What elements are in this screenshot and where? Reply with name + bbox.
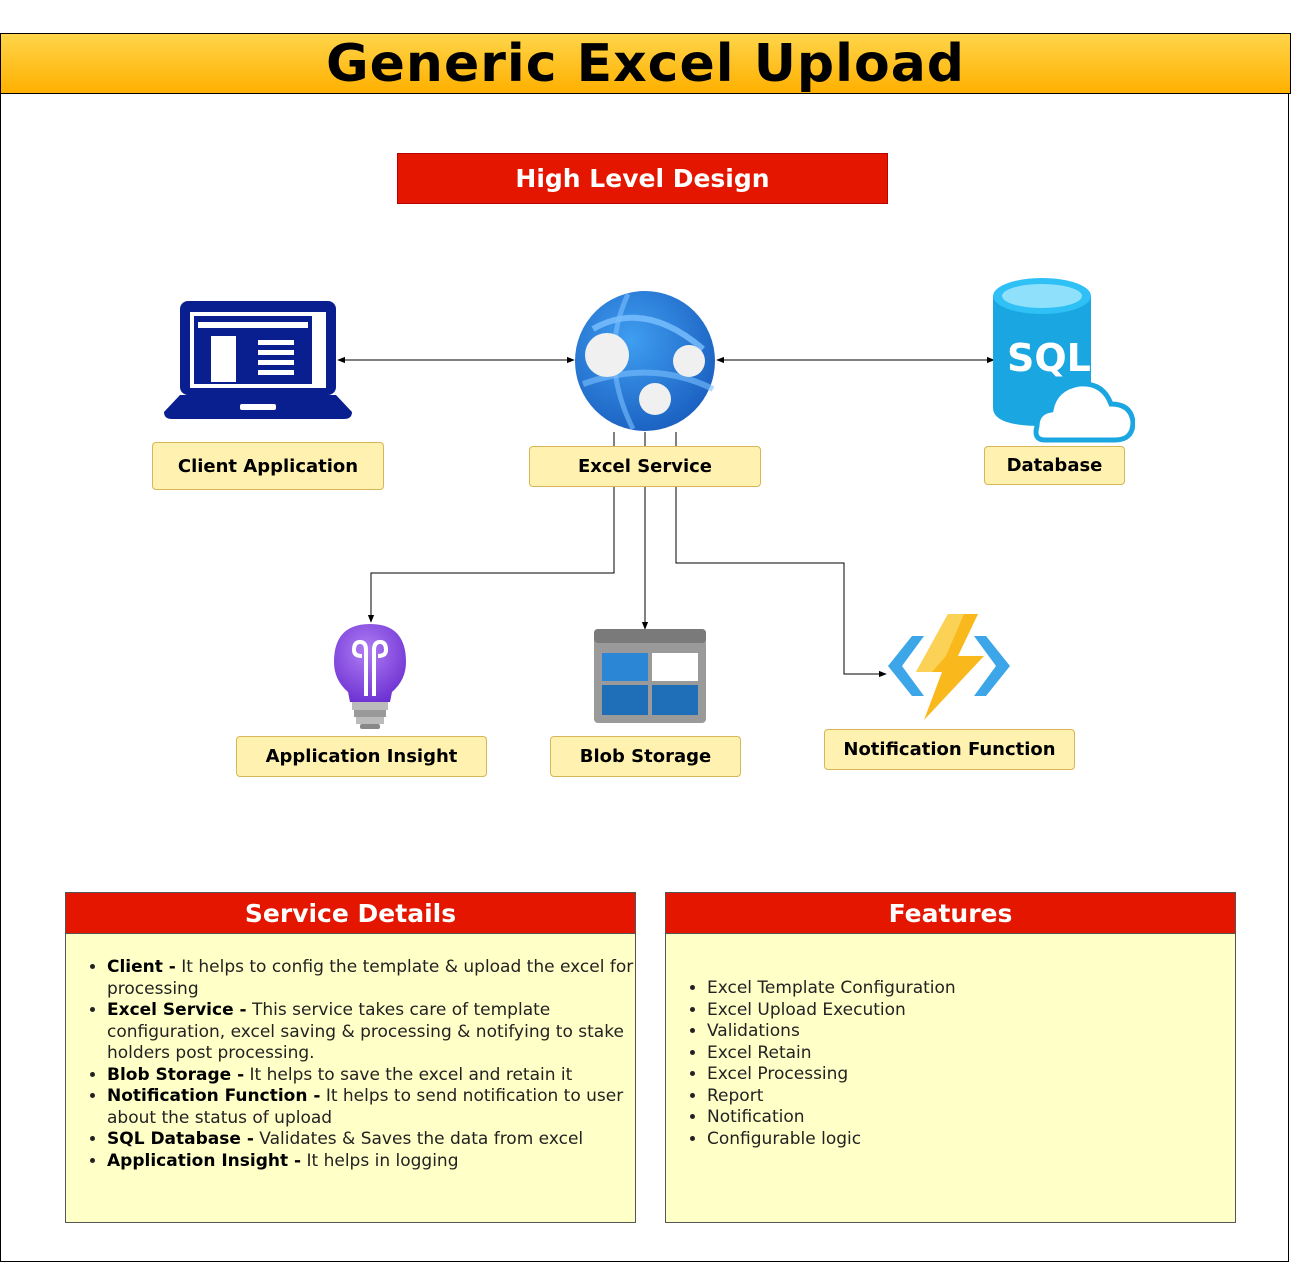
laptop-icon: [164, 301, 352, 419]
list-item: Validations: [707, 1021, 1235, 1043]
list-item: SQL Database - Validates & Saves the dat…: [107, 1129, 635, 1151]
node-blob-storage: Blob Storage: [550, 736, 741, 777]
item-term: Notification Function -: [107, 1086, 321, 1106]
node-database: Database: [984, 446, 1125, 485]
web-app-globe-icon: [575, 291, 715, 431]
list-item: Excel Processing: [707, 1064, 1235, 1086]
item-term: Application Insight -: [107, 1150, 302, 1171]
node-client-application: Client Application: [152, 442, 384, 490]
list-item: Notification: [707, 1107, 1235, 1129]
node-application-insight: Application Insight: [236, 736, 487, 777]
sql-database-icon: SQL: [993, 278, 1135, 443]
item-term: SQL Database -: [107, 1129, 254, 1149]
list-item: Excel Upload Execution: [707, 1000, 1235, 1022]
node-excel-service: Excel Service: [529, 446, 761, 487]
blob-storage-icon: [594, 629, 706, 723]
item-term: Client -: [107, 957, 176, 977]
list-item: Excel Retain: [707, 1043, 1235, 1065]
section-heading-high-level-design: High Level Design: [397, 153, 888, 204]
sql-label: SQL: [1007, 336, 1091, 380]
azure-function-lightning-icon: [888, 614, 1010, 720]
item-desc: Validates & Saves the data from excel: [253, 1129, 584, 1149]
item-desc: It helps in logging: [301, 1150, 459, 1171]
item-term: Excel Service -: [107, 1000, 247, 1020]
edge-excel-insight: [367, 487, 615, 623]
item-desc: It helps to send notification to user ab…: [107, 1086, 624, 1128]
item-desc: It helps to config the template & upload…: [107, 957, 634, 999]
features-list: Excel Template Configuration Excel Uploa…: [666, 978, 1235, 1150]
page-title: Generic Excel Upload: [325, 33, 966, 94]
service-details-heading: Service Details: [66, 893, 635, 934]
list-item: Notification Function - It helps to send…: [107, 1086, 635, 1129]
title-bar: Generic Excel Upload: [0, 33, 1291, 94]
item-desc: It helps to save the excel and retain it: [244, 1064, 573, 1085]
list-item: Excel Service - This service takes care …: [107, 1000, 635, 1065]
service-details-panel: Service Details Client - It helps to con…: [65, 892, 636, 1223]
list-item: Client - It helps to config the template…: [107, 957, 635, 1000]
list-item: Blob Storage - It helps to save the exce…: [107, 1065, 635, 1087]
list-item: Configurable logic: [707, 1129, 1235, 1151]
item-term: Blob Storage -: [107, 1064, 245, 1085]
edge-excel-notification: [675, 487, 887, 678]
list-item: Report: [707, 1086, 1235, 1108]
features-heading: Features: [666, 893, 1235, 934]
node-notification-function: Notification Function: [824, 729, 1075, 770]
item-desc: This service takes care of template conf…: [107, 1000, 624, 1063]
list-item: Excel Template Configuration: [707, 978, 1235, 1000]
service-details-list: Client - It helps to config the template…: [66, 957, 635, 1172]
list-item: Application Insight - It helps in loggin…: [107, 1151, 635, 1173]
features-panel: Features Excel Template Configuration Ex…: [665, 892, 1236, 1223]
lightbulb-insight-icon: [334, 624, 406, 729]
